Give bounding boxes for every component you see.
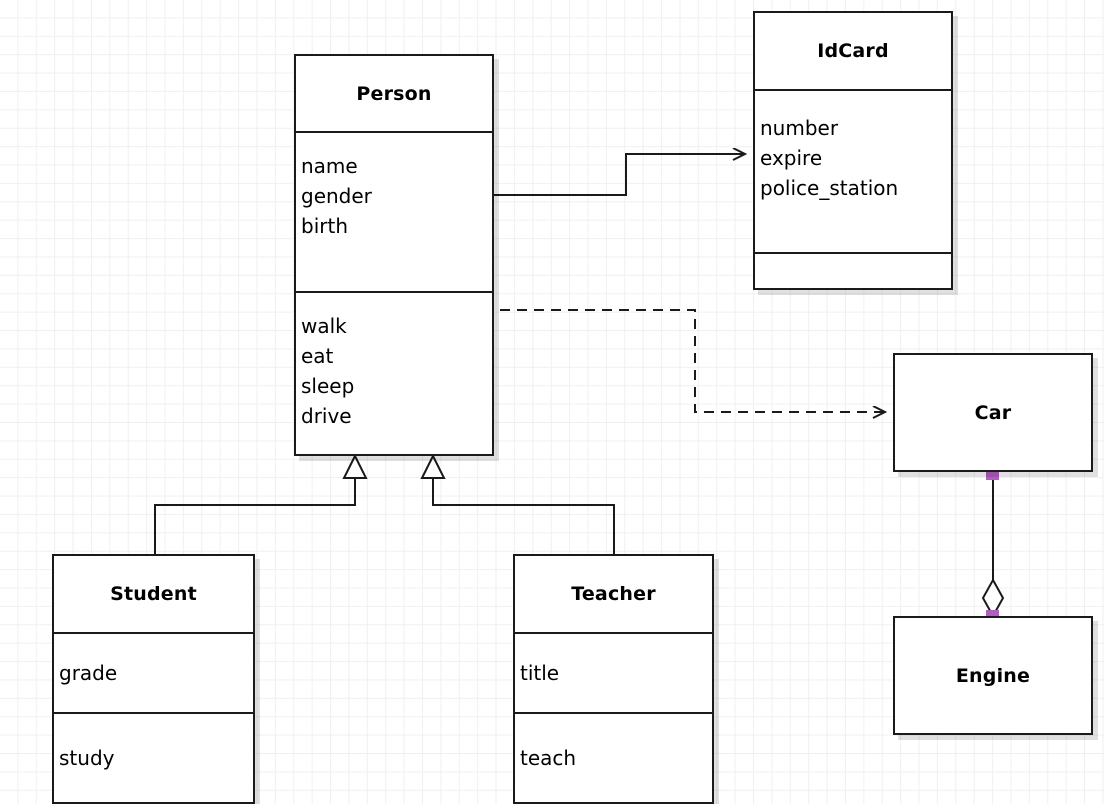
operation-item: drive xyxy=(301,404,352,428)
class-title-student: Student xyxy=(110,583,197,605)
class-attributes-teacher: title xyxy=(515,632,712,712)
class-node-car[interactable]: Car xyxy=(893,353,1093,472)
class-attributes-student: grade xyxy=(54,632,253,712)
class-title-engine: Engine xyxy=(955,664,1031,687)
class-node-engine[interactable]: Engine xyxy=(893,616,1093,735)
class-title-teacher: Teacher xyxy=(571,583,656,605)
relationship-person-car[interactable] xyxy=(500,309,885,412)
attribute-item: expire xyxy=(760,146,823,170)
attribute-item: gender xyxy=(301,184,372,208)
attribute-item: title xyxy=(520,661,560,685)
class-node-idcard[interactable]: IdCard number expire police_station xyxy=(753,11,953,290)
aggregation-diamond xyxy=(981,577,1005,619)
class-operations-person: walk eat sleep drive xyxy=(296,291,492,454)
operation-item: eat xyxy=(301,344,334,368)
class-title-idcard: IdCard xyxy=(817,40,889,62)
attribute-item: birth xyxy=(301,214,348,238)
class-operations-student: study xyxy=(54,712,253,802)
relationship-student-person[interactable] xyxy=(154,453,368,554)
relationship-teacher-person[interactable] xyxy=(420,453,615,554)
relationship-car-engine[interactable] xyxy=(981,467,1005,623)
class-node-student[interactable]: Student grade study xyxy=(52,554,255,804)
class-node-person[interactable]: Person name gender birth walk eat sleep … xyxy=(294,54,494,456)
operation-item: walk xyxy=(301,314,347,338)
class-attributes-idcard: number expire police_station xyxy=(755,89,951,252)
attribute-item: grade xyxy=(59,661,118,685)
relationship-person-idcard[interactable] xyxy=(494,154,745,196)
class-operations-teacher: teach xyxy=(515,712,712,802)
operation-item: teach xyxy=(520,746,577,770)
operation-item: sleep xyxy=(301,374,355,398)
generalization-arrowhead-teacher xyxy=(420,453,446,479)
attribute-item: police_station xyxy=(760,176,899,200)
attribute-item: name xyxy=(301,154,358,178)
class-attributes-person: name gender birth xyxy=(296,131,492,291)
class-title-car: Car xyxy=(974,401,1012,424)
class-operations-idcard xyxy=(755,252,951,288)
class-node-teacher[interactable]: Teacher title teach xyxy=(513,554,714,804)
attribute-item: number xyxy=(760,116,839,140)
operation-item: study xyxy=(59,746,115,770)
generalization-arrowhead-student xyxy=(342,453,368,479)
class-title-person: Person xyxy=(356,82,432,105)
